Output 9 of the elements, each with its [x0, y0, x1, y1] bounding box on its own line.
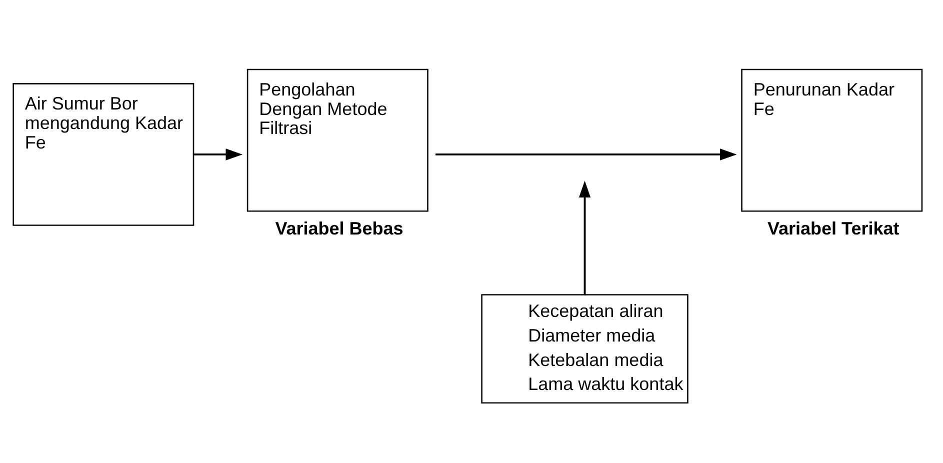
node-label: Variabel Bebas — [275, 218, 404, 238]
node-label: Variabel Terikat — [768, 218, 900, 238]
arrow — [194, 148, 243, 160]
node-box: Kecepatan aliran Diameter media Ketebalan media Lama waktu kontak — [481, 294, 688, 403]
node-box: Air Sumur Bor mengandung Kadar Fe — [12, 82, 194, 226]
arrow — [436, 148, 737, 160]
node-box: Penurunan Kadar Fe — [741, 68, 923, 212]
arrow — [578, 180, 591, 294]
node-box: Pengolahan Dengan Metode Filtrasi — [246, 68, 428, 212]
